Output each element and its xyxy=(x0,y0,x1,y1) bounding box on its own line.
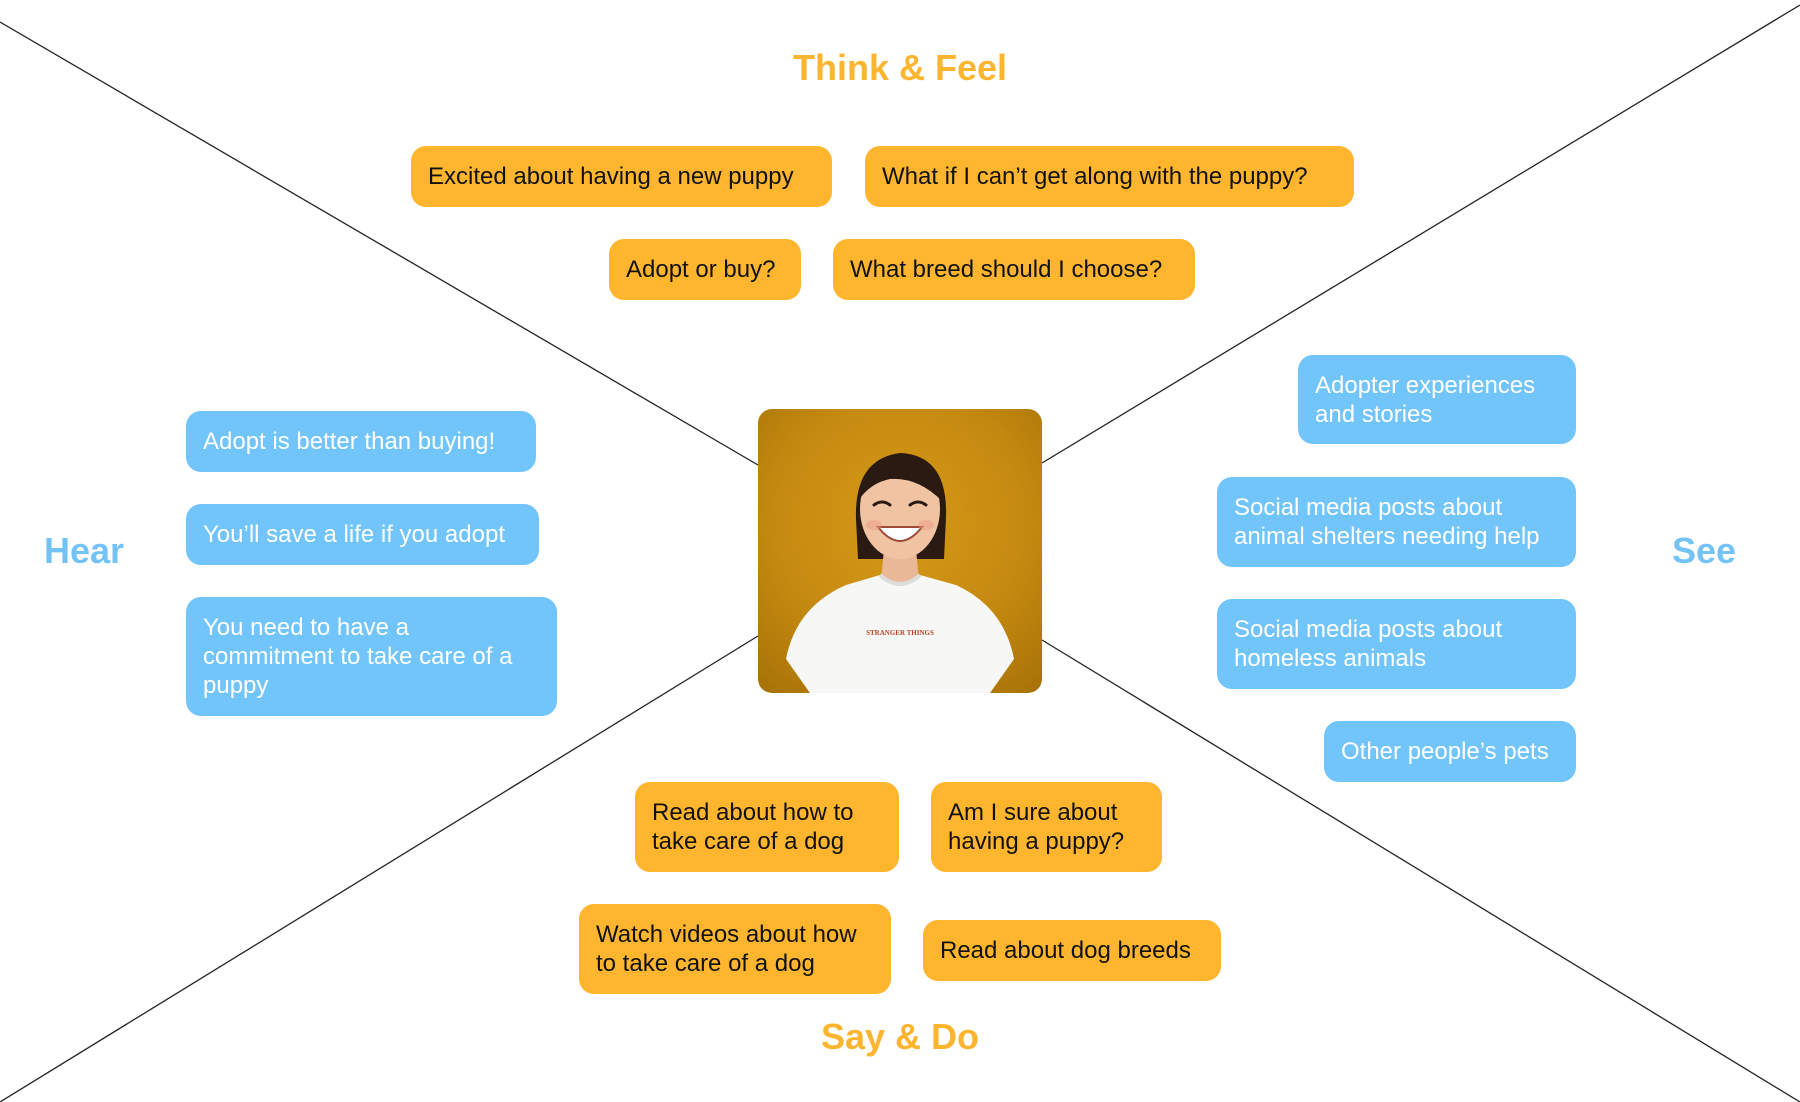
sticky-note[interactable]: Adopt or buy? xyxy=(609,239,801,300)
sticky-note[interactable]: Social media posts about animal shelters… xyxy=(1217,477,1576,567)
sticky-note[interactable]: Read about how to take care of a dog xyxy=(635,782,899,872)
sticky-note[interactable]: Adopt is better than buying! xyxy=(186,411,536,472)
persona-illustration: STRANGER THINGS xyxy=(758,409,1042,693)
sticky-note[interactable]: Excited about having a new puppy xyxy=(411,146,832,207)
say-do-title: Say & Do xyxy=(821,1016,979,1058)
note-text: Adopter experiences and stories xyxy=(1315,371,1559,429)
divider-line-bottom-right xyxy=(1042,640,1800,1102)
note-text: Read about how to take care of a dog xyxy=(652,798,882,856)
note-text: What if I can’t get along with the puppy… xyxy=(882,162,1308,191)
see-title: See xyxy=(1672,530,1736,572)
hear-title: Hear xyxy=(44,530,124,572)
note-text: You’ll save a life if you adopt xyxy=(203,520,505,549)
note-text: Social media posts about homeless animal… xyxy=(1234,615,1559,673)
note-text: What breed should I choose? xyxy=(850,255,1162,284)
persona-photo: STRANGER THINGS xyxy=(758,409,1042,693)
sticky-note[interactable]: Watch videos about how to take care of a… xyxy=(579,904,891,994)
sticky-note[interactable]: Read about dog breeds xyxy=(923,920,1221,981)
note-text: Watch videos about how to take care of a… xyxy=(596,920,874,978)
sticky-note[interactable]: Am I sure about having a puppy? xyxy=(931,782,1162,872)
note-text: Excited about having a new puppy xyxy=(428,162,794,191)
note-text: Social media posts about animal shelters… xyxy=(1234,493,1559,551)
note-text: Adopt is better than buying! xyxy=(203,427,495,456)
sticky-note[interactable]: What breed should I choose? xyxy=(833,239,1195,300)
sticky-note[interactable]: Adopter experiences and stories xyxy=(1298,355,1576,444)
sticky-note[interactable]: You need to have a commitment to take ca… xyxy=(186,597,557,716)
think-feel-title: Think & Feel xyxy=(793,47,1007,89)
sticky-note[interactable]: You’ll save a life if you adopt xyxy=(186,504,539,565)
note-text: Adopt or buy? xyxy=(626,255,775,284)
note-text: Other people’s pets xyxy=(1341,737,1549,766)
sticky-note[interactable]: Other people’s pets xyxy=(1324,721,1576,782)
note-text: Read about dog breeds xyxy=(940,936,1191,965)
sticky-note[interactable]: What if I can’t get along with the puppy… xyxy=(865,146,1354,207)
note-text: Am I sure about having a puppy? xyxy=(948,798,1145,856)
note-text: You need to have a commitment to take ca… xyxy=(203,613,540,700)
sticky-note[interactable]: Social media posts about homeless animal… xyxy=(1217,599,1576,689)
shirt-print: STRANGER THINGS xyxy=(866,629,934,637)
